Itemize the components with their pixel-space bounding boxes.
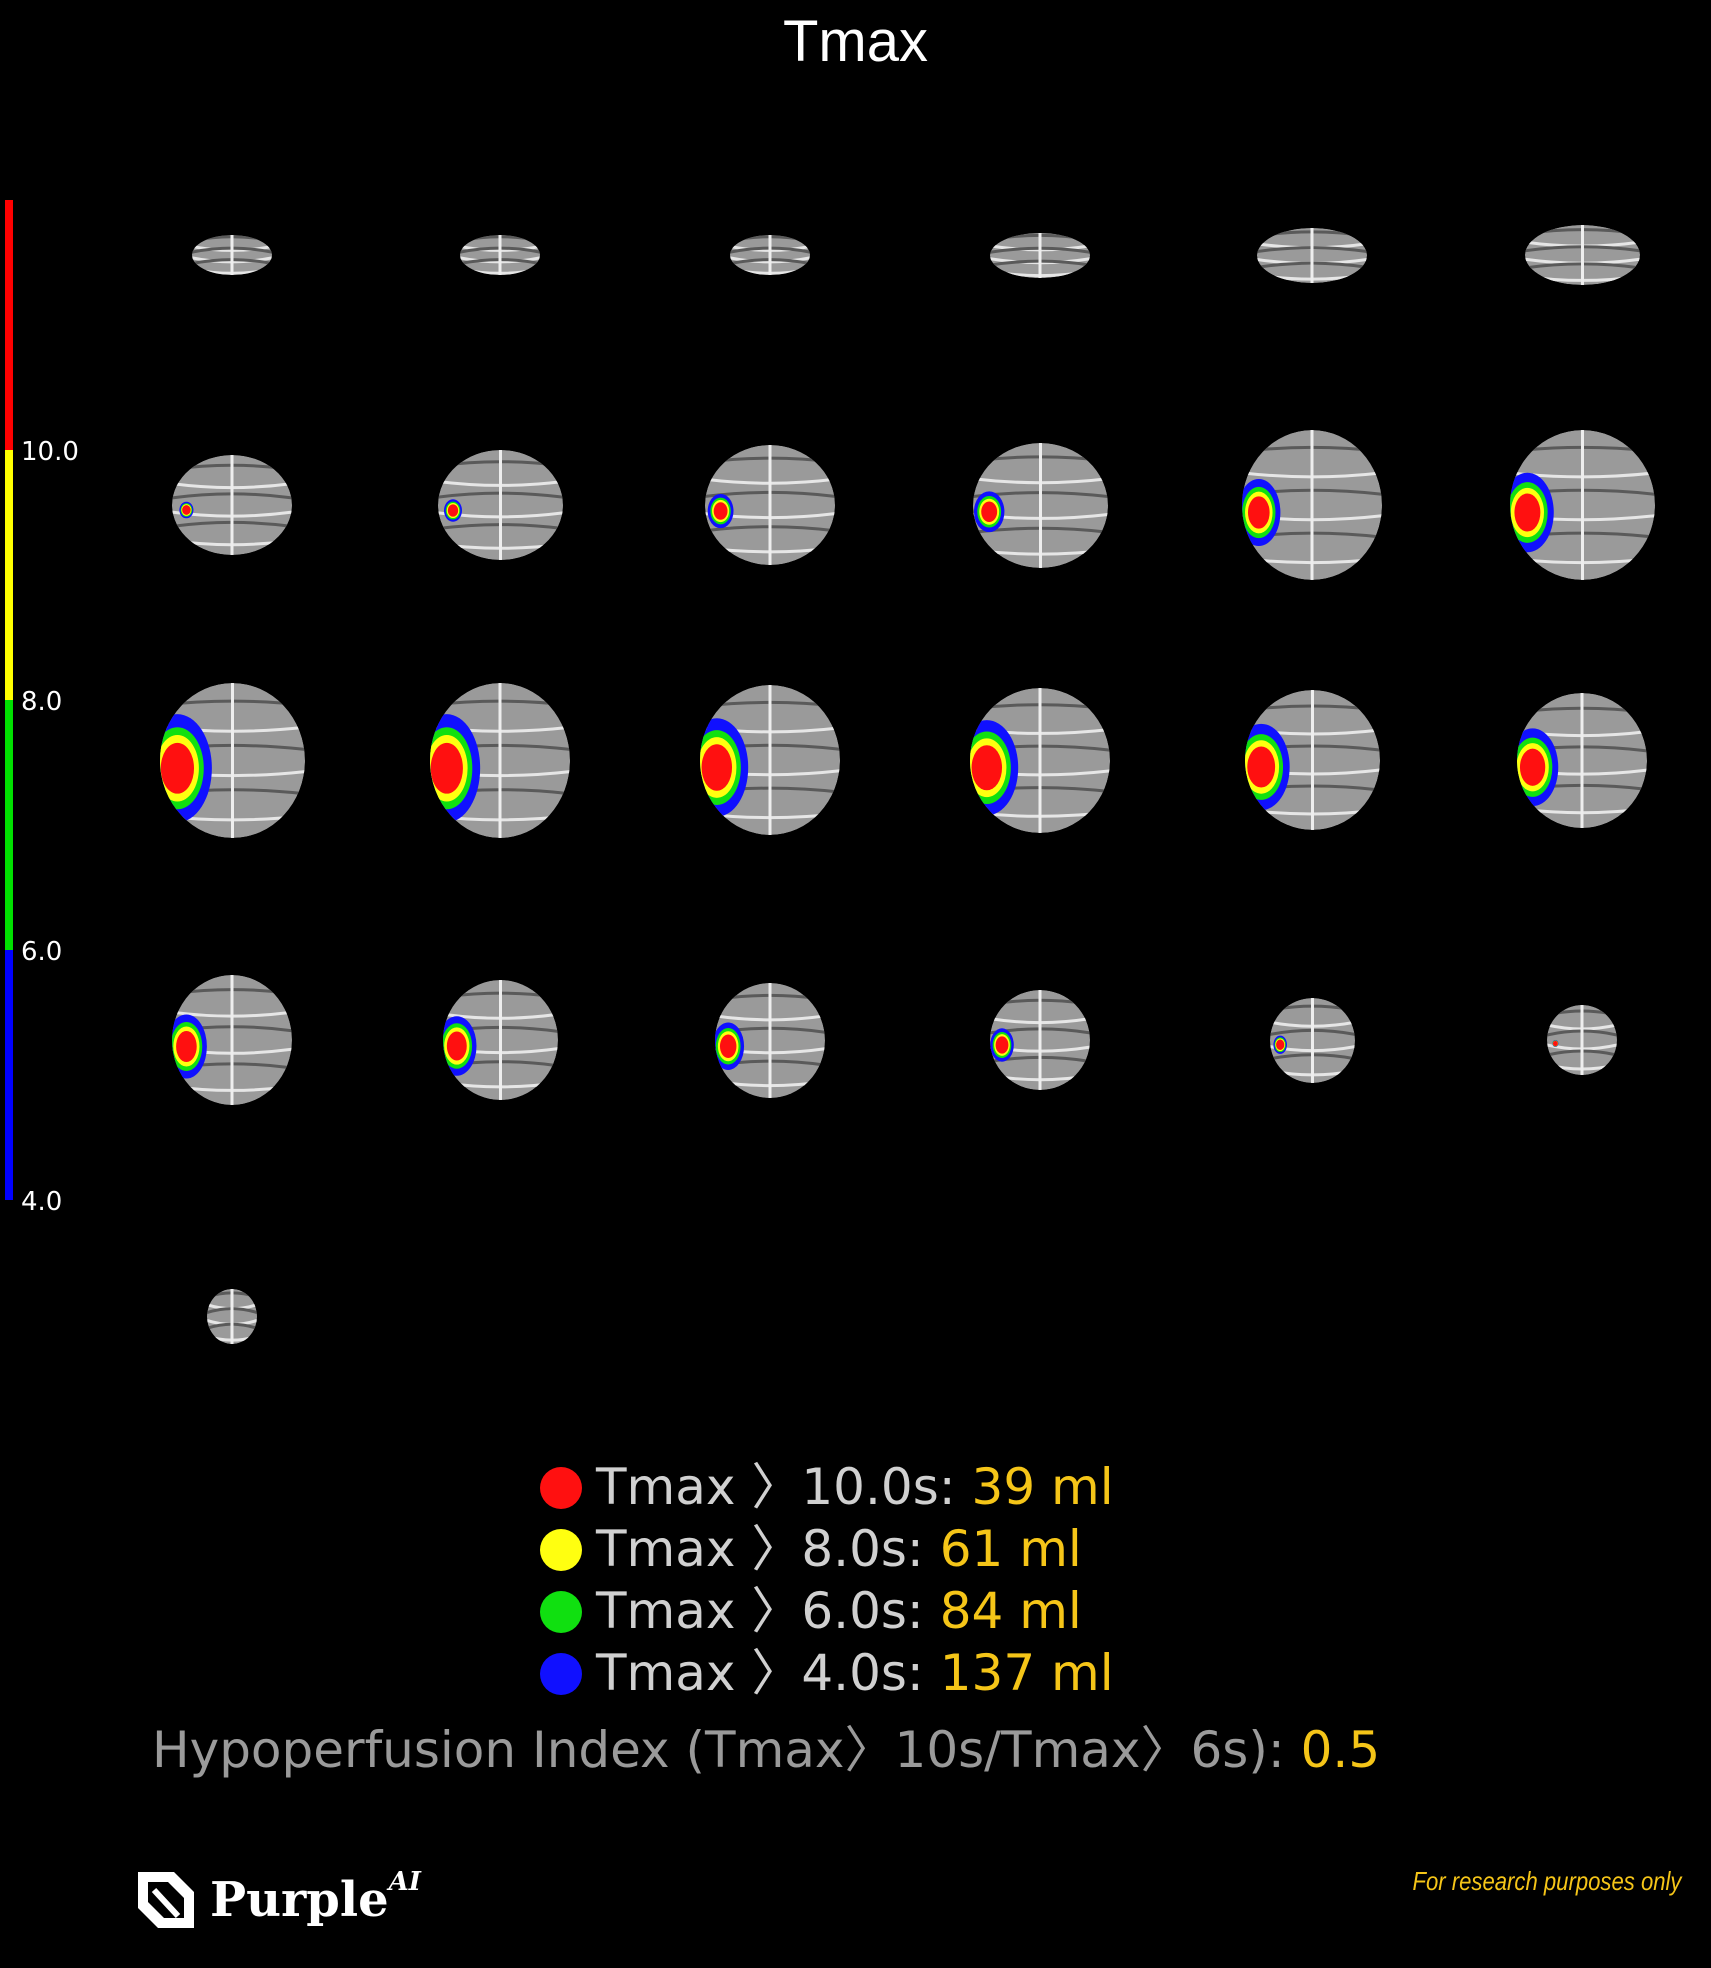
brain-slice: [1517, 692, 1647, 828]
colorbar-tick-10: 10.0: [21, 437, 79, 467]
purple-ai-logo: Purple AI: [134, 1867, 421, 1932]
colorbar-tick-6: 6.0: [21, 937, 63, 967]
brain-slice: [972, 442, 1108, 568]
brain-slice: [1524, 225, 1640, 285]
colorbar-tick-8: 8.0: [21, 687, 63, 717]
brain-slice: [1242, 430, 1382, 580]
brain-slice: [430, 682, 570, 838]
page-title: Tmax: [783, 9, 928, 74]
colorbar-segment-yellow: [5, 450, 13, 700]
colorbar-segment-blue: [5, 950, 13, 1200]
legend-dot-yellow: [540, 1528, 582, 1571]
legend-row-tmax-8: Tmax 〉8.0s: 61 ml: [540, 1518, 1082, 1580]
legend-row-tmax-10: Tmax 〉10.0s: 39 ml: [540, 1456, 1114, 1518]
colorbar: [5, 200, 13, 1200]
colorbar-segment-green: [5, 700, 13, 950]
brain-slice: [1269, 997, 1355, 1083]
purple-logo-icon: [138, 1872, 194, 1928]
brain-slice: [990, 990, 1090, 1090]
legend-dot-green: [540, 1590, 582, 1633]
brain-slice: [442, 980, 558, 1100]
brain-slice: [1547, 1005, 1617, 1075]
legend-dot-blue: [540, 1652, 582, 1695]
brain-slice: [1509, 430, 1655, 580]
brain-slice: [1257, 227, 1367, 283]
brain-slice: [715, 982, 825, 1098]
brain-slice: [437, 450, 563, 560]
brain-slice: [1244, 690, 1380, 830]
brain-slice: [192, 235, 272, 275]
research-disclaimer: For research purposes only: [1411, 1866, 1681, 1896]
brain-slice: [460, 235, 540, 275]
brain-slice: [990, 232, 1090, 278]
legend-row-tmax-6: Tmax 〉6.0s: 84 ml: [540, 1580, 1082, 1642]
colorbar-tick-4: 4.0: [21, 1187, 63, 1217]
brain-slice: [730, 235, 810, 275]
brain-slice: [207, 1288, 257, 1344]
brain-slice: [159, 682, 305, 838]
brain-slice: [700, 685, 840, 835]
brain-slice: [172, 975, 292, 1105]
colorbar-segment-red: [5, 200, 13, 450]
legend-row-tmax-4: Tmax 〉4.0s: 137 ml: [540, 1642, 1114, 1704]
brain-slice: [970, 687, 1110, 833]
legend-dot-red: [540, 1466, 582, 1509]
hypoperfusion-index: Hypoperfusion Index (Tmax〉10s/Tmax〉6s): …: [152, 1721, 1381, 1779]
brain-slice: [705, 445, 835, 565]
brain-slice: [172, 455, 292, 555]
